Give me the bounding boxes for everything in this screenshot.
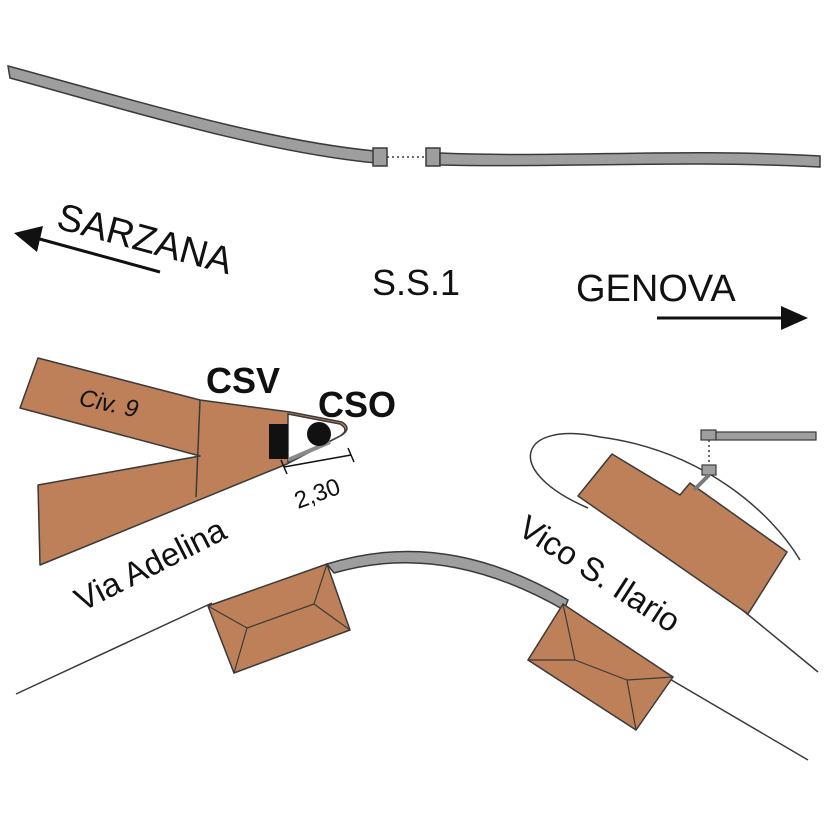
cso-marker (307, 422, 331, 446)
building-lower-left (207, 563, 351, 674)
dimension-line (280, 447, 355, 475)
vico-road-edge (739, 607, 819, 673)
road-edge-lower-left (15, 602, 213, 695)
road-edge-lower-right (667, 677, 809, 761)
small-wall-link (692, 473, 711, 492)
label-road-ss1: S.S.1 (372, 262, 460, 303)
vico-curve (529, 432, 801, 561)
arrow-sarzana (14, 226, 161, 274)
top-wall (7, 64, 821, 168)
small-wall-pillar (700, 429, 717, 441)
label-csv: CSV (206, 360, 280, 401)
small-wall-pillar-lower (701, 464, 717, 476)
label-sarzana: SARZANA (53, 196, 238, 283)
csv-marker (269, 424, 288, 459)
building-right (577, 453, 788, 615)
small-wall-top-right (692, 429, 817, 492)
wall-pillar-left (372, 147, 388, 167)
label-cso: CSO (318, 384, 396, 425)
wall-segment-right (439, 152, 821, 168)
label-genova: GENOVA (576, 268, 736, 310)
curved-wall (325, 550, 569, 612)
small-wall-bar (715, 431, 817, 441)
building-divider (195, 399, 201, 498)
building-outline (19, 357, 348, 566)
wall-pillar-right (425, 147, 441, 167)
arrow-genova (657, 306, 808, 330)
wall-segment-left (7, 64, 377, 164)
label-distance: 2,30 (291, 473, 344, 514)
building-lower-right (526, 602, 675, 732)
